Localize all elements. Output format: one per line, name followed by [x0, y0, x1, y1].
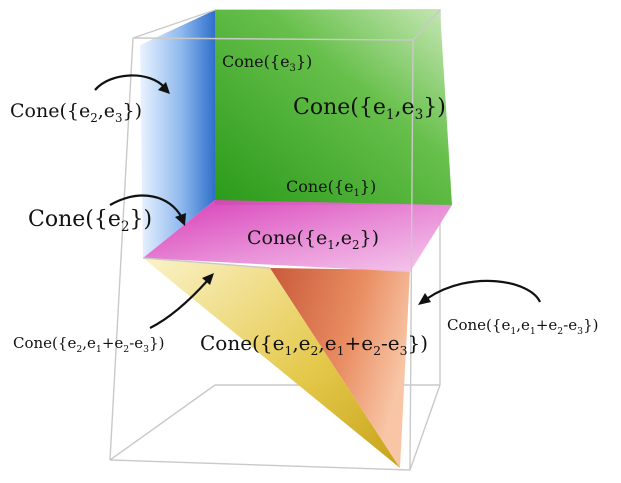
arrow-e2: [109, 194, 186, 226]
label-cone-e2: Cone({e2}): [28, 207, 152, 235]
label-cone-e2-mixed: Cone({e2,e1+e2-e3}): [13, 334, 164, 355]
arrow-e2-e3: [94, 74, 170, 94]
label-cone-e1-mixed: Cone({e1,e1+e2-e3}): [447, 316, 598, 337]
label-cone-e1-e2: Cone({e1,e2}): [247, 227, 379, 252]
bounding-box-front: [109, 9, 441, 471]
label-cone-e1: Cone({e1}): [286, 177, 376, 199]
face-e2-mixed: [143, 258, 400, 468]
face-e1-e2: [143, 200, 452, 272]
label-cone-e1-e3: Cone({e1,e3}): [293, 95, 446, 123]
arrow-e2-mixed: [149, 273, 214, 329]
face-e1-e3: [215, 10, 452, 205]
label-cone-e3: Cone({e3}): [222, 52, 312, 74]
face-e2-e3: [140, 10, 215, 258]
label-cone-e1-e2-mixed: Cone({e1,e2,e1+e2-e3}): [200, 331, 428, 358]
arrow-e1-mixed: [418, 279, 542, 305]
label-cone-e2-e3: Cone({e2,e3}): [10, 100, 142, 125]
face-e1-e2-mixed: [270, 268, 410, 468]
